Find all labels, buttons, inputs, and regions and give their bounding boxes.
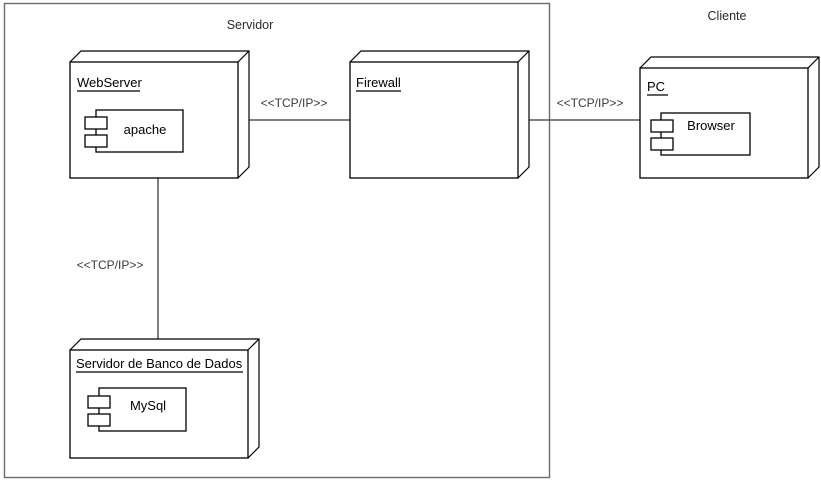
- node-front-face: [349, 61, 519, 179]
- component-body: [95, 109, 184, 153]
- node-label-webserver: WebServer: [77, 75, 142, 90]
- group-label-servidor: Servidor: [227, 18, 274, 32]
- component-tab-lower-icon: [650, 137, 674, 151]
- node-dbserver[interactable]: Servidor de Banco de Dados MySql: [69, 338, 260, 459]
- component-body: [660, 112, 751, 156]
- node-label-pc: PC: [647, 79, 665, 94]
- component-mysql[interactable]: MySql: [87, 387, 187, 432]
- component-tab-upper-icon: [84, 116, 108, 130]
- component-label-mysql: MySql: [130, 398, 166, 413]
- connection-webserver-dbserver[interactable]: <<TCP/IP>>: [77, 178, 159, 350]
- connector-stereotype-label: <<TCP/IP>>: [261, 96, 328, 110]
- component-browser[interactable]: Browser: [650, 112, 751, 156]
- node-firewall[interactable]: Firewall: [349, 50, 530, 179]
- connection-webserver-firewall[interactable]: <<TCP/IP>>: [238, 96, 350, 121]
- component-tab-upper-icon: [650, 119, 674, 133]
- node-3d-edge: [517, 50, 530, 63]
- component-label-apache: apache: [124, 122, 167, 137]
- node-3d-edge: [247, 338, 260, 351]
- component-body: [98, 387, 187, 432]
- node-3d-edge: [237, 50, 250, 63]
- component-tab-lower-icon: [87, 413, 111, 427]
- component-tab-lower-icon: [84, 134, 108, 148]
- node-label-firewall: Firewall: [356, 75, 401, 90]
- connector-stereotype-label: <<TCP/IP>>: [557, 96, 624, 110]
- group-boundary-servidor: [3, 2, 551, 479]
- component-tab-upper-icon: [87, 395, 111, 409]
- node-label-dbserver: Servidor de Banco de Dados: [76, 356, 243, 371]
- connector-stereotype-label: <<TCP/IP>>: [77, 258, 144, 272]
- node-pc[interactable]: PC Browser: [639, 56, 820, 179]
- component-label-browser: Browser: [687, 118, 735, 133]
- group-label-cliente: Cliente: [708, 9, 747, 23]
- component-apache[interactable]: apache: [84, 109, 184, 153]
- node-webserver[interactable]: WebServer apache: [69, 50, 250, 179]
- node-3d-edge: [807, 56, 820, 69]
- connection-firewall-pc[interactable]: <<TCP/IP>>: [518, 96, 640, 121]
